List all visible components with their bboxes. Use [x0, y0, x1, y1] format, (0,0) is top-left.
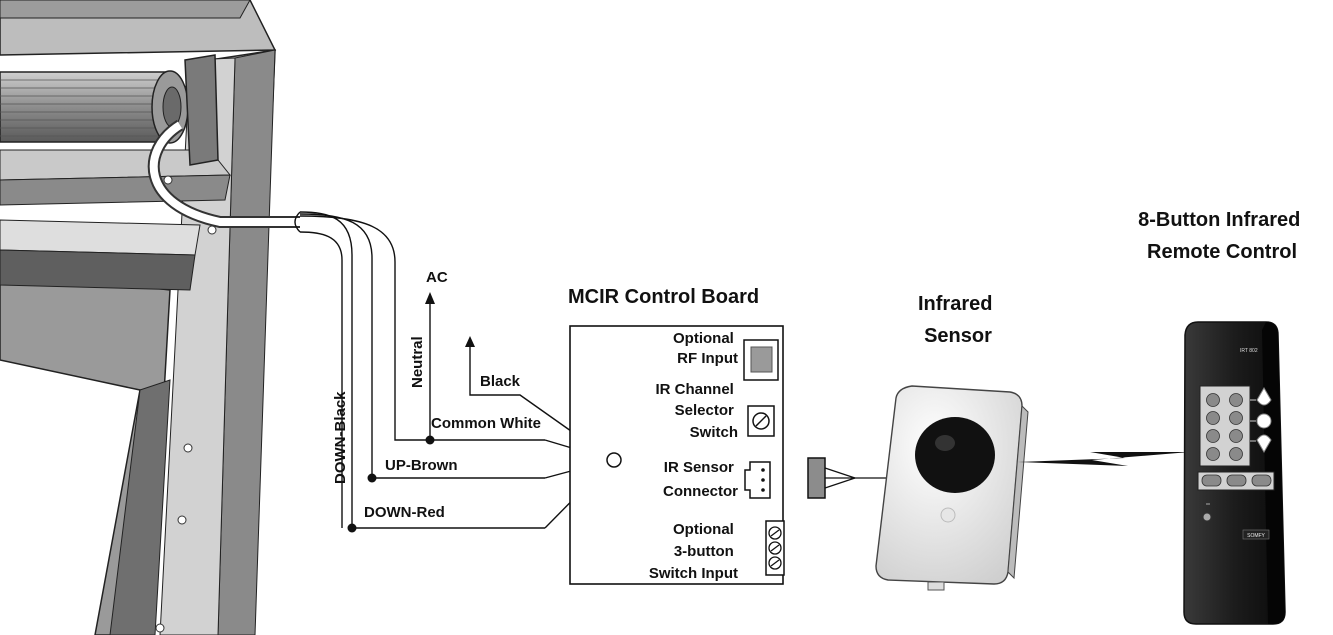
remote-control-device: IRT 802 SOMFY — [1183, 321, 1286, 625]
three-button-input-label: Optional 3-button Switch Input — [649, 521, 738, 582]
motor-wires — [294, 211, 613, 529]
infrared-sensor-device — [875, 385, 1029, 591]
black-arrowhead — [465, 336, 475, 347]
ir-sensor-connector-icon — [744, 461, 771, 499]
remote-control-title: 8-Button Infrared Remote Control — [1138, 209, 1306, 263]
down-red-label: DOWN-Red — [364, 504, 445, 521]
up-brown-label: UP-Brown — [385, 457, 458, 474]
neutral-label: Neutral — [409, 336, 426, 388]
ir-beam-arrow — [1018, 452, 1190, 466]
common-white-label: Common White — [431, 415, 541, 432]
ir-channel-label: IR Channel Selector Switch — [655, 381, 738, 441]
junction-dot — [367, 473, 377, 483]
three-button-terminal-icon — [765, 520, 785, 576]
down-black-label: DOWN-Black — [332, 391, 349, 484]
terminal-connector — [606, 452, 622, 468]
ac-arrowhead — [425, 292, 435, 304]
ac-label: AC — [426, 269, 448, 286]
control-board-title: MCIR Control Board — [568, 286, 759, 308]
window-frame-illustration — [0, 0, 300, 635]
infrared-sensor-title: Infrared Sensor — [918, 293, 998, 347]
sensor-plug — [807, 457, 890, 499]
rf-input-label: Optional RF Input — [673, 330, 738, 367]
selector-switch-icon — [747, 405, 775, 437]
junction-dot — [425, 435, 435, 445]
rf-input-jack — [743, 339, 779, 381]
remote-model-text: IRT 802 — [1240, 348, 1258, 354]
black-label: Black — [480, 373, 521, 390]
ir-sensor-connector-label: IR Sensor Connector — [663, 459, 738, 500]
junction-dot — [347, 523, 357, 533]
remote-brand-text: SOMFY — [1247, 533, 1265, 539]
